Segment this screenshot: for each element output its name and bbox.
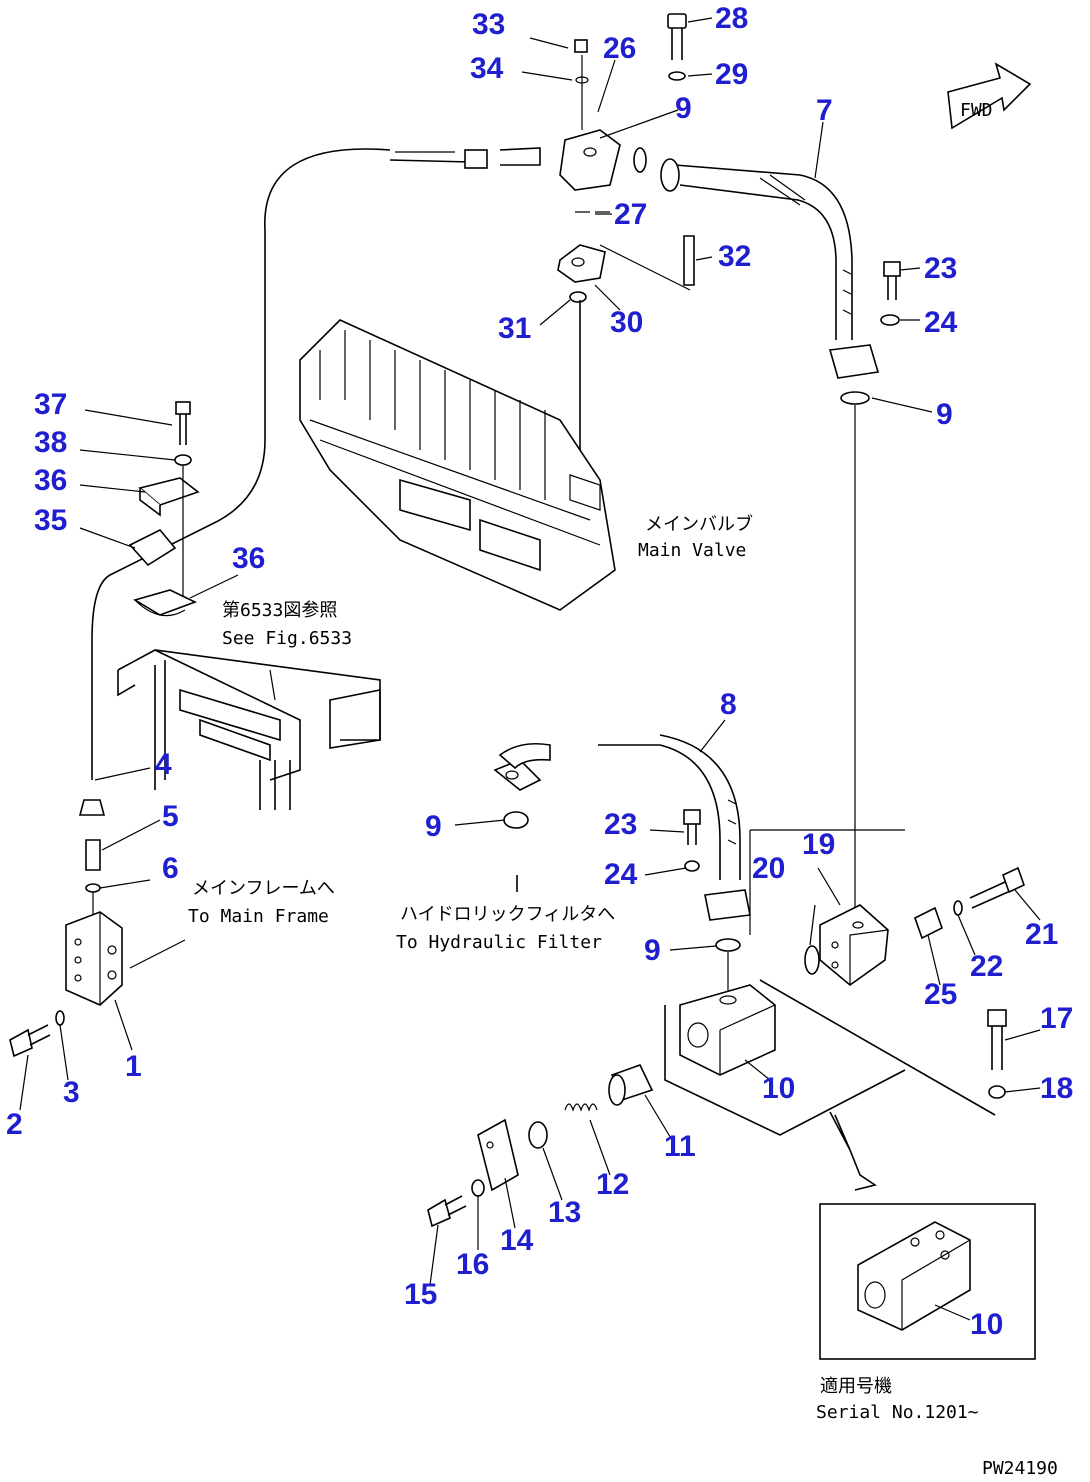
callout-17: 17 bbox=[1040, 1002, 1073, 1035]
callout-22: 22 bbox=[970, 950, 1003, 983]
elbow-block-26 bbox=[499, 39, 621, 213]
see-fig-label-jp: 第6533図参照 bbox=[222, 600, 337, 621]
frame-bracket bbox=[117, 649, 381, 810]
callout-6: 6 bbox=[162, 852, 179, 885]
callout-9-right: 9 bbox=[936, 398, 953, 431]
callout-14: 14 bbox=[500, 1224, 534, 1257]
bolt-28 bbox=[667, 13, 687, 81]
block-10-detail bbox=[857, 1221, 971, 1331]
callout-24-mid: 24 bbox=[604, 858, 638, 891]
callout-35: 35 bbox=[34, 504, 67, 537]
hyd-filter-label-en: To Hydraulic Filter bbox=[396, 932, 602, 953]
hose-left bbox=[91, 148, 488, 780]
detail-arrow-icon bbox=[829, 1111, 877, 1191]
see-fig-label-en: See Fig.6533 bbox=[222, 628, 352, 649]
callout-13: 13 bbox=[548, 1196, 581, 1229]
block-1 bbox=[65, 911, 186, 1006]
flange-30 bbox=[557, 235, 695, 470]
callout-11: 11 bbox=[664, 1130, 696, 1163]
callout-27: 27 bbox=[614, 198, 647, 231]
callout-30: 30 bbox=[610, 306, 643, 339]
callout-28: 28 bbox=[715, 2, 748, 35]
callout-32: 32 bbox=[718, 240, 751, 273]
callout-7: 7 bbox=[816, 94, 833, 127]
serial-label-en: Serial No.1201~ bbox=[816, 1402, 979, 1423]
callout-10-detail: 10 bbox=[970, 1308, 1003, 1341]
hyd-filter-label-jp: ハイドロリックフィルタへ bbox=[400, 904, 615, 925]
hose-8 bbox=[598, 734, 751, 1000]
serial-label-jp: 適用号機 bbox=[820, 1376, 892, 1397]
callout-9-filter: 9 bbox=[425, 810, 442, 843]
elbow-filter bbox=[493, 742, 551, 892]
callout-38: 38 bbox=[34, 426, 67, 459]
bolt-23-top bbox=[880, 261, 901, 326]
callout-3: 3 bbox=[63, 1076, 80, 1109]
bolt-2 bbox=[9, 1010, 65, 1058]
callout-23-top: 23 bbox=[924, 252, 957, 285]
callout-9-top: 9 bbox=[675, 92, 692, 125]
clamp-assembly bbox=[128, 401, 200, 617]
callout-23-mid: 23 bbox=[604, 808, 637, 841]
callout-16: 16 bbox=[456, 1248, 489, 1281]
callout-24-top: 24 bbox=[924, 306, 958, 339]
bolts-21-25 bbox=[914, 866, 1025, 940]
callout-12: 12 bbox=[596, 1168, 629, 1201]
callout-10-main: 10 bbox=[762, 1072, 795, 1105]
main-valve-label-en: Main Valve bbox=[638, 540, 746, 561]
main-valve-label-jp: メインバルブ bbox=[645, 513, 753, 535]
callout-33: 33 bbox=[472, 8, 505, 41]
main-frame-label-jp: メインフレームへ bbox=[192, 878, 335, 899]
fwd-label: FWD bbox=[960, 100, 993, 121]
bolt-17 bbox=[987, 1009, 1007, 1099]
callout-25: 25 bbox=[924, 978, 957, 1011]
callout-15: 15 bbox=[404, 1278, 437, 1311]
callout-29: 29 bbox=[715, 58, 748, 91]
block-19 bbox=[749, 829, 905, 987]
fittings-4-6 bbox=[78, 799, 106, 925]
callout-8: 8 bbox=[720, 688, 737, 721]
callout-21: 21 bbox=[1025, 918, 1058, 951]
detail-box bbox=[819, 1203, 1036, 1360]
main-frame-label-en: To Main Frame bbox=[188, 906, 329, 927]
callout-5: 5 bbox=[162, 800, 179, 833]
callout-37: 37 bbox=[34, 388, 67, 421]
callout-4: 4 bbox=[155, 748, 172, 781]
callout-2: 2 bbox=[6, 1108, 23, 1141]
callout-20: 20 bbox=[752, 852, 785, 885]
callout-18: 18 bbox=[1040, 1072, 1073, 1105]
hose-7 bbox=[633, 147, 880, 405]
callout-36-center: 36 bbox=[232, 542, 265, 575]
bolt-23-mid bbox=[683, 809, 701, 872]
block-10 bbox=[664, 979, 996, 1136]
callout-26: 26 bbox=[603, 32, 636, 65]
leader-lines bbox=[19, 17, 1041, 1321]
drawing-code: PW24190 bbox=[982, 1458, 1058, 1477]
fwd-arrow-icon: FWD bbox=[947, 62, 1032, 130]
callout-9-lower: 9 bbox=[644, 934, 661, 967]
internal-parts-11-16 bbox=[427, 1064, 654, 1228]
callout-19: 19 bbox=[802, 828, 835, 861]
callout-1: 1 bbox=[125, 1050, 142, 1083]
callout-31: 31 bbox=[498, 312, 531, 345]
callout-numbers: 33 34 26 28 29 9 7 27 32 23 24 31 30 9 3… bbox=[6, 2, 1073, 1341]
callout-34: 34 bbox=[470, 52, 504, 85]
main-valve bbox=[299, 319, 616, 611]
callout-36-left: 36 bbox=[34, 464, 67, 497]
